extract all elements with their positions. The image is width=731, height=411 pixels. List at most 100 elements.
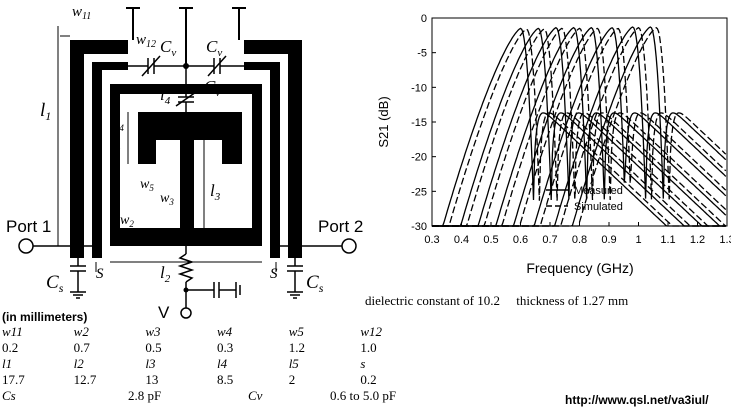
x-tick-label: 0.4 [454, 234, 469, 246]
s21-chart: 0.30.40.50.60.70.80.911.11.21.30-5-10-15… [376, 13, 731, 276]
simulated-series-line [432, 28, 726, 227]
bias-network [177, 246, 241, 308]
varactor-left [128, 55, 186, 77]
p-value: 0.7 [73, 340, 90, 355]
p-value: 17.7 [2, 372, 25, 387]
label-l1: l1 [40, 100, 51, 123]
measured-series-line [432, 26, 727, 227]
label-w3: w3 [160, 191, 174, 207]
ground-top-right [232, 7, 246, 40]
cv-value: 0.6 to 5.0 pF [330, 388, 397, 403]
p-name: s [360, 356, 366, 371]
label-v: V [158, 303, 170, 322]
label-s-left: S [96, 266, 104, 282]
p-value: 1.0 [360, 340, 377, 355]
v-node-dot [183, 287, 189, 293]
x-tick-label: 1.1 [660, 234, 675, 246]
x-tick-label: 0.6 [513, 234, 528, 246]
p-value: 8.5 [217, 372, 234, 387]
x-tick-label: 1.2 [690, 234, 705, 246]
x-tick-label: 0.3 [424, 234, 439, 246]
p-value: 0.5 [145, 340, 162, 355]
simulated-series-line [432, 27, 726, 227]
label-l5: l5 [112, 141, 121, 157]
legend-measured-label: Measured [574, 185, 623, 197]
cs-right [287, 258, 303, 299]
source-url[interactable]: http://www.qsl.net/va3iul/ [565, 393, 709, 407]
dielectric-text: dielectric constant of 10.2 [365, 293, 501, 308]
x-tick-label: 0.5 [483, 234, 498, 246]
y-tick-label: 0 [421, 13, 427, 25]
label-w4: w4 [110, 117, 124, 133]
measured-series-line [432, 26, 726, 227]
simulated-series-line [432, 27, 727, 227]
p-value: 13 [145, 372, 159, 387]
p-value: 0.2 [2, 340, 19, 355]
p-name: w12 [360, 324, 383, 339]
label-l3: l3 [210, 181, 221, 203]
p-name: w5 [288, 324, 304, 339]
y-tick-label: -30 [411, 221, 427, 233]
label-w11: w11 [72, 4, 91, 22]
cs-name: Cs [2, 388, 16, 403]
inner-gap-right [242, 94, 252, 236]
p-name: l5 [288, 356, 299, 371]
legend: Measured Simulated [546, 185, 623, 213]
capacitor-row: Cs 2.8 pF Cv 0.6 to 5.0 pF [2, 388, 432, 404]
simulated-series-line [432, 28, 726, 227]
p-value: 12.7 [73, 372, 97, 387]
cs-value: 2.8 pF [128, 388, 162, 403]
p-name: l4 [217, 356, 228, 371]
p-value: 0.3 [217, 340, 234, 355]
label-cv-left: Cv [160, 37, 176, 59]
p-name: w2 [73, 324, 89, 339]
p-name: w11 [2, 324, 23, 339]
label-w12: w12 [136, 32, 156, 50]
label-s-right: S [270, 266, 278, 282]
port2-terminal [341, 238, 357, 254]
left-resonator-outer [70, 40, 128, 258]
inner-gap [120, 94, 130, 236]
p-name: l3 [145, 356, 156, 371]
thickness-text: thickness of 1.27 mm [516, 293, 629, 308]
label-port1: Port 1 [6, 217, 51, 236]
ground-top-center [179, 7, 193, 66]
simulated-series-line [432, 26, 727, 227]
p-name: w3 [145, 324, 161, 339]
y-tick-label: -5 [417, 48, 427, 60]
left-resonator-inner [92, 62, 128, 258]
x-axis-label: Frequency (GHz) [526, 260, 633, 276]
right-resonator-outer [244, 40, 302, 258]
label-cs-left: Cs [46, 272, 64, 295]
p-value: 0.2 [360, 372, 377, 387]
v-terminal [180, 307, 192, 319]
ground-top-left [126, 7, 140, 40]
cs-left [70, 258, 86, 299]
right-resonator-inner [244, 62, 280, 258]
label-w2: w2 [120, 213, 134, 229]
y-axis-label: S21 (dB) [376, 96, 391, 147]
row1-values: 0.2 0.7 0.5 0.3 1.2 1.0 [2, 340, 432, 356]
x-tick-label: 0.9 [601, 234, 616, 246]
label-cv-right: Cv [206, 37, 222, 59]
label-l2: l2 [160, 263, 171, 285]
varactor-right [186, 55, 244, 77]
x-tick-label: 0.7 [542, 234, 557, 246]
simulated-series-line [432, 27, 727, 227]
y-tick-label: -15 [411, 117, 427, 129]
label-cv-center: Cv [204, 77, 220, 99]
x-tick-label: 1.3 [719, 234, 731, 246]
row1-names: w11 w2 w3 w4 w5 w12 [2, 324, 432, 340]
x-tick-label: 0.8 [572, 234, 587, 246]
cv-name: Cv [248, 388, 263, 403]
legend-simulated-label: Simulated [574, 201, 623, 213]
row2-values: 17.7 12.7 13 8.5 2 0.2 [2, 372, 432, 388]
label-port2: Port 2 [318, 217, 363, 236]
p-name: l1 [2, 356, 13, 371]
units-label: (in millimeters) [2, 310, 88, 324]
row2-names: l1 l2 l3 l4 l5 s [2, 356, 432, 372]
filter-layout-diagram: Port 1 Port 2 V w11 w12 Cv Cv l4 Cv l1 w… [6, 4, 363, 322]
p-value: 1.2 [288, 340, 305, 355]
dimension-lines [57, 26, 277, 272]
